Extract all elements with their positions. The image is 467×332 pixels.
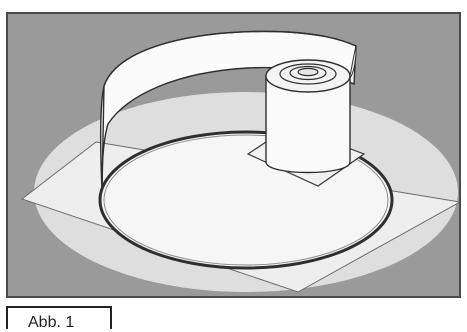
coil-ring-3 [298,68,318,75]
spiral-drum-illustration [8,14,459,296]
caption-box: Abb. 1 [6,306,112,329]
figure-caption: Abb. 1 [28,314,74,332]
figure-frame [6,12,461,298]
